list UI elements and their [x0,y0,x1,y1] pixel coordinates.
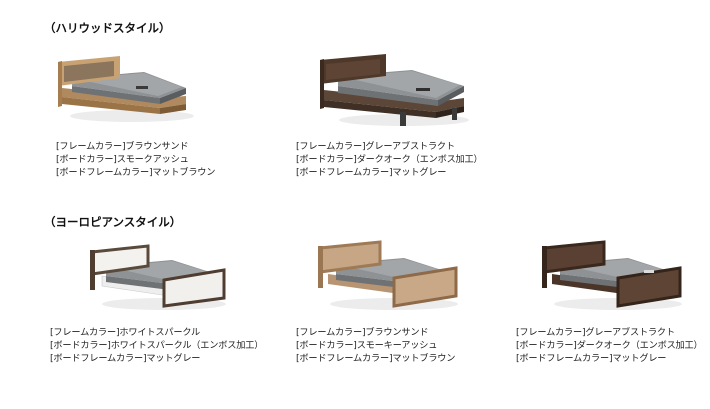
spec-frame-color: [フレームカラー]グレーアブストラクト [516,327,675,338]
spec-board-color: [ボードカラー]ダークオーク（エンボス加工） [516,340,703,351]
section-title-hollywood: （ハリウッドスタイル） [44,21,171,35]
spec-frame-color: [フレームカラー]ブラウンサンド [56,141,189,152]
section-title-european: （ヨーロピアンスタイル） [44,215,182,229]
spec-board-color: [ボードカラー]ホワイトスパークル（エンボス加工） [50,340,264,351]
product-card: [フレームカラー]ブラウンサンド [ボードカラー]スモークアッシュ [ボードフレ… [52,52,215,179]
spec-board-frame-color: [ボードフレームカラー]マットグレー [516,353,667,364]
spec-board-frame-color: [ボードフレームカラー]マットグレー [296,167,447,178]
product-card: [フレームカラー]ブラウンサンド [ボードカラー]スモーキーアッシュ [ボードフ… [296,240,464,365]
product-card: [フレームカラー]グレーアブストラクト [ボードカラー]ダークオーク（エンボス加… [296,52,483,179]
spec-board-color: [ボードカラー]スモーキーアッシュ [296,340,438,351]
product-card: [フレームカラー]ホワイトスパークル [ボードカラー]ホワイトスパークル（エンボ… [50,244,263,365]
spec-frame-color: [フレームカラー]ホワイトスパークル [50,327,201,338]
spec-frame-color: [フレームカラー]ブラウンサンド [296,327,429,338]
spec-board-frame-color: [ボードフレームカラー]マットブラウン [296,353,456,364]
spec-board-frame-color: [ボードフレームカラー]マットブラウン [56,167,216,178]
product-card: [フレームカラー]グレーアブストラクト [ボードカラー]ダークオーク（エンボス加… [516,240,703,365]
bed-product-image [320,54,469,126]
spec-board-color: [ボードカラー]ダークオーク（エンボス加工） [296,154,483,165]
spec-board-frame-color: [ボードフレームカラー]マットグレー [50,353,201,364]
spec-board-color: [ボードカラー]スモークアッシュ [56,154,189,165]
bed-product-image [542,240,682,310]
bed-product-image [318,240,458,310]
spec-frame-color: [フレームカラー]グレーアブストラクト [296,141,455,152]
bed-product-image [58,56,194,122]
bed-product-image [90,244,226,310]
